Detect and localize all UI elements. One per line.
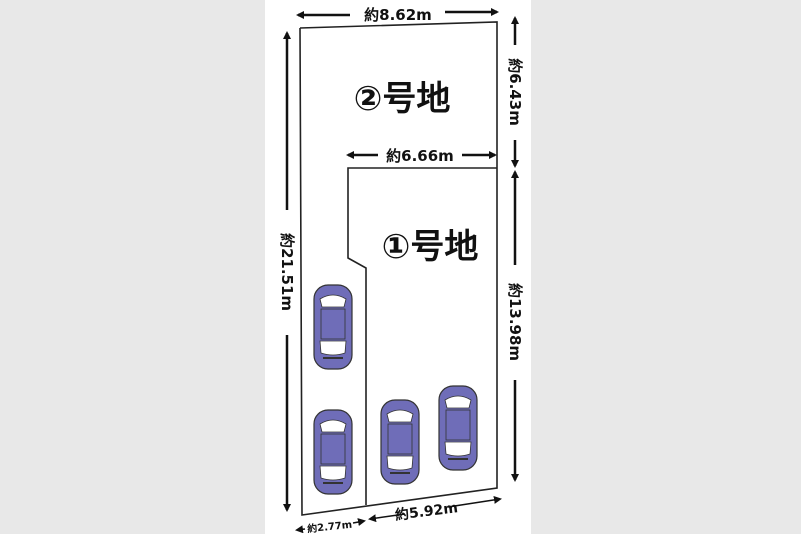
car-icon [380, 399, 420, 485]
lot-divider [347, 167, 497, 505]
car-icon [313, 284, 353, 370]
dimension-right-lower: 約13.98m [506, 283, 524, 361]
lot-1-label: ①号地 [382, 227, 479, 267]
dimension-right-upper: 約6.43m [506, 58, 524, 126]
dimension-inner: 約6.66m [386, 147, 454, 165]
dimension-top: 約8.62m [364, 6, 432, 24]
car-icon [438, 385, 478, 471]
dimension-bottom-right: 約5.92m [394, 499, 459, 524]
dimension-bottom-left: 約2.77m [307, 518, 353, 534]
lot-outline [299, 21, 498, 516]
dimension-arrows [283, 8, 519, 534]
dimension-left: 約21.51m [278, 233, 296, 311]
car-icon [313, 409, 353, 495]
lot-2-label: ②号地 [354, 79, 451, 119]
